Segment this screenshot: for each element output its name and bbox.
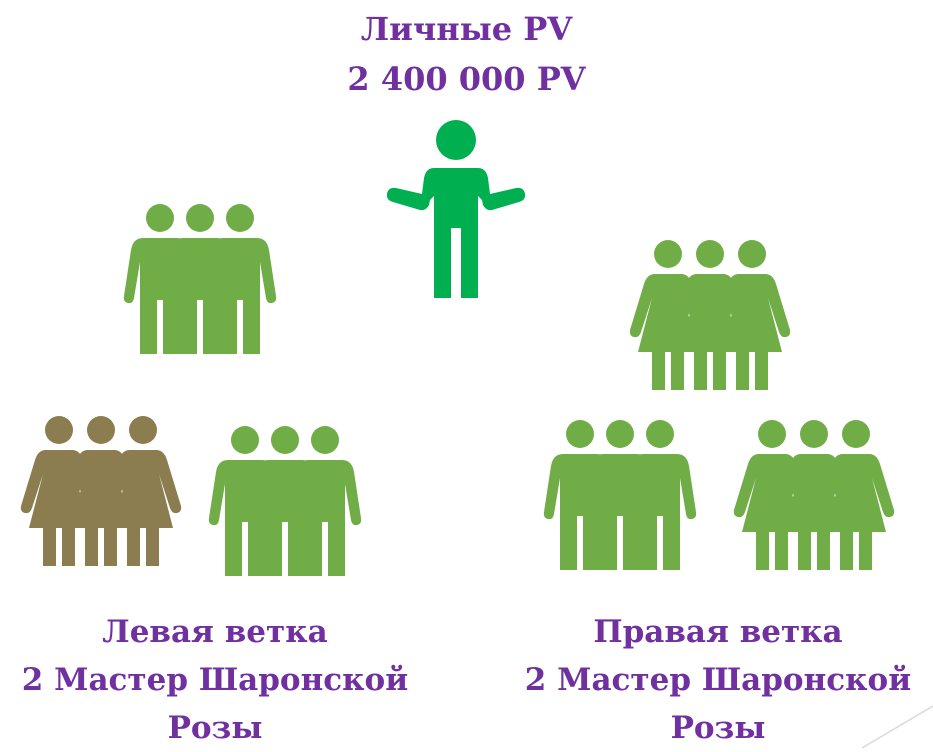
personal-pv-label: Личные PV [360,10,573,48]
right-branch-title: Правая ветка [593,614,843,650]
personal-pv-value: 2 400 000 PV [347,60,586,98]
left-branch-line2: 2 Мастер Шаронской [21,662,409,698]
corner-decoration [861,705,933,749]
right-branch-line3: Розы [670,710,766,746]
right-branch-line2: 2 Мастер Шаронской [524,662,912,698]
left-branch-caption: Левая ветка 2 Мастер Шаронской Розы [0,608,430,752]
women-group-icon [734,420,894,570]
right-branch-caption: Правая ветка 2 Мастер Шаронской Розы [503,608,933,752]
personal-pv-caption: Личные PV 2 400 000 PV [0,4,933,104]
men-group-icon [544,420,696,570]
person-shrugging-icon [386,120,526,298]
men-group-icon [209,426,361,576]
women-group-icon [21,416,181,566]
left-branch-title: Левая ветка [102,614,328,650]
men-group-icon [124,204,276,354]
women-group-icon [630,240,790,390]
left-branch-line3: Розы [167,710,263,746]
